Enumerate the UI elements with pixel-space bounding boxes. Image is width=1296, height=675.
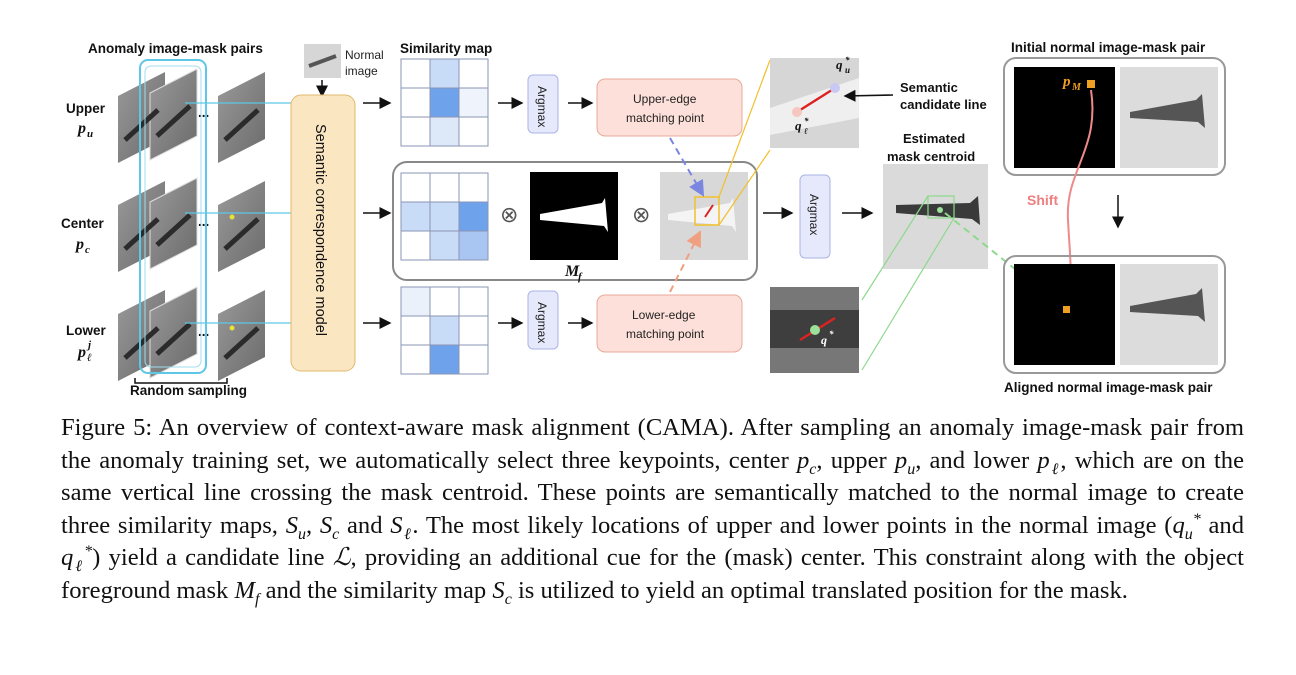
normal-image-label-1: Normal bbox=[345, 48, 384, 62]
svg-text:f: f bbox=[578, 271, 583, 283]
svg-text:Argmax: Argmax bbox=[535, 302, 549, 343]
cama-overview-diagram: Anomaly image-mask pairs Upper p u Cente… bbox=[61, 40, 1226, 398]
model-label: Semantic correspondence model bbox=[312, 124, 328, 336]
center-fusion-box bbox=[392, 161, 758, 281]
shift-label: Shift bbox=[1027, 192, 1058, 208]
svg-text:u: u bbox=[845, 65, 850, 75]
semantic-correspondence-model bbox=[290, 94, 356, 372]
argmax-lower: Argmax bbox=[527, 290, 559, 350]
svg-text:u: u bbox=[87, 128, 93, 140]
svg-text:p: p bbox=[76, 344, 86, 361]
figure-caption: Figure 5: An overview of context-aware m… bbox=[61, 414, 1245, 608]
ellipsis-row-2: ... bbox=[198, 214, 209, 229]
p-m-label: p bbox=[1061, 74, 1071, 90]
svg-text:p: p bbox=[76, 120, 86, 137]
similarity-map-center bbox=[400, 172, 489, 261]
row-label-lower: Lower p ℓ j bbox=[66, 323, 107, 364]
argmax-center: Argmax bbox=[799, 174, 831, 259]
ellipsis-row-1: ... bbox=[198, 105, 209, 120]
svg-text:c: c bbox=[85, 244, 90, 256]
aligned-mask bbox=[1014, 264, 1115, 365]
argmax-upper: Argmax bbox=[527, 74, 559, 134]
lower-edge-matching-point: Lower-edge matching point bbox=[596, 294, 743, 353]
svg-text:Center: Center bbox=[61, 216, 105, 231]
svg-text:matching point: matching point bbox=[626, 327, 705, 341]
aligned-pair-label: Aligned normal image-mask pair bbox=[1004, 380, 1213, 395]
estimated-label-1: Estimated bbox=[903, 131, 965, 146]
svg-text:Upper: Upper bbox=[66, 101, 106, 116]
normal-image-label-2: image bbox=[345, 64, 378, 78]
row-label-upper: Upper p u bbox=[66, 101, 106, 140]
random-sampling-box bbox=[139, 59, 207, 374]
initial-pair-label: Initial normal image-mask pair bbox=[1011, 40, 1206, 55]
svg-text:*: * bbox=[829, 329, 834, 339]
svg-text:p: p bbox=[74, 236, 84, 253]
q-star-label: q bbox=[821, 333, 827, 347]
otimes-2: ⊗ bbox=[632, 202, 650, 227]
caption-label: Figure 5: bbox=[61, 414, 153, 441]
random-sampling-label: Random sampling bbox=[130, 383, 247, 398]
svg-text:j: j bbox=[86, 339, 92, 351]
svg-text:ℓ: ℓ bbox=[804, 126, 808, 136]
left-title: Anomaly image-mask pairs bbox=[88, 41, 263, 56]
semantic-line-label-1: Semantic bbox=[900, 80, 958, 95]
svg-text:Upper-edge: Upper-edge bbox=[633, 92, 697, 106]
svg-text:Lower: Lower bbox=[66, 323, 107, 338]
ellipsis-row-3: ... bbox=[198, 324, 209, 339]
q-u-label: q bbox=[836, 57, 843, 72]
anomaly-image-stacks bbox=[118, 68, 265, 381]
svg-text:matching point: matching point bbox=[626, 111, 705, 125]
initial-mask bbox=[1014, 67, 1115, 168]
mask-symbol: M bbox=[564, 263, 580, 280]
similarity-map-upper bbox=[400, 58, 489, 147]
svg-text:ℓ: ℓ bbox=[87, 352, 92, 364]
estimated-label-2: mask centroid bbox=[887, 149, 975, 164]
svg-text:Lower-edge: Lower-edge bbox=[632, 308, 696, 322]
aligned-pair-box bbox=[1003, 255, 1226, 374]
svg-text:M: M bbox=[1071, 82, 1082, 93]
svg-text:*: * bbox=[845, 55, 850, 65]
q-l-label: q bbox=[795, 118, 802, 133]
similarity-map-lower bbox=[400, 286, 489, 375]
otimes-1: ⊗ bbox=[500, 202, 518, 227]
upper-edge-matching-point: Upper-edge matching point bbox=[596, 78, 743, 137]
svg-text:*: * bbox=[804, 116, 809, 126]
row-label-center: Center p c bbox=[61, 216, 105, 256]
similarity-map-title: Similarity map bbox=[400, 41, 492, 56]
svg-text:Argmax: Argmax bbox=[807, 194, 821, 235]
semantic-line-label-2: candidate line bbox=[900, 97, 987, 112]
svg-text:Argmax: Argmax bbox=[535, 86, 549, 127]
initial-pair-box bbox=[1003, 57, 1226, 176]
